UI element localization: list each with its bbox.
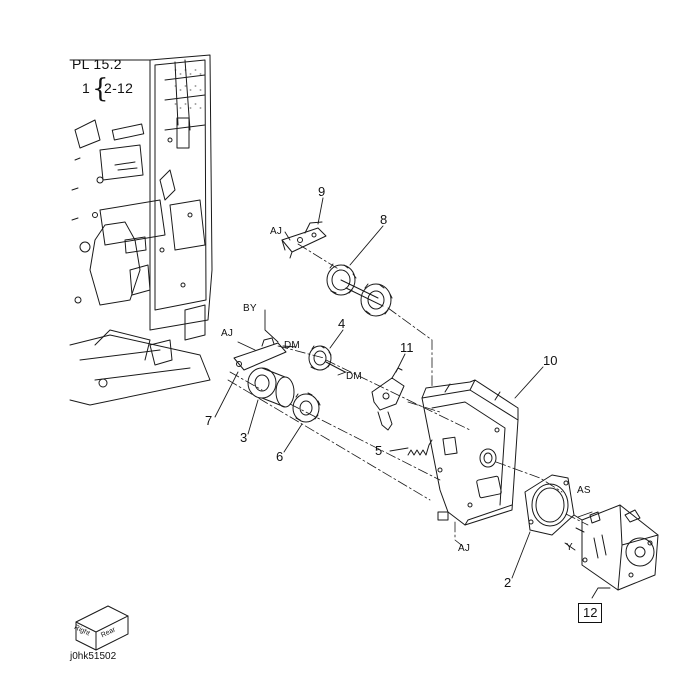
machine-frame [69, 54, 213, 406]
part-6-gear [292, 392, 321, 423]
callout-8: 8 [380, 212, 388, 227]
callout-11: 11 [400, 340, 414, 355]
part-9-bracket [281, 221, 327, 259]
label-aj-bottom: AJ [458, 543, 471, 554]
drawing-code: j0hk51502 [70, 651, 117, 662]
callout-7: 7 [205, 413, 213, 428]
part-12-motor [573, 504, 659, 591]
orientation-cube [75, 605, 129, 651]
callout-3: 3 [240, 430, 248, 445]
part-11-bracket [371, 367, 405, 431]
label-by: BY [243, 303, 257, 314]
part-4-gear [308, 345, 346, 373]
part-7-bracket [233, 337, 287, 371]
part-10-frame [421, 379, 519, 526]
callout-4: 4 [338, 316, 346, 331]
callout-6: 6 [276, 449, 284, 464]
plate-number: PL 15.2 [72, 56, 122, 72]
part-8-gear-assembly [326, 263, 393, 317]
callout-10: 10 [543, 353, 558, 368]
label-dm-upper: DM [284, 340, 300, 351]
label-dm-lower: DM [346, 371, 362, 382]
ref-index: 1 [82, 80, 91, 96]
callout-12: 12 [578, 603, 603, 623]
part-3-roller [247, 367, 295, 408]
callout-5: 5 [375, 443, 383, 458]
label-as: AS [577, 485, 591, 496]
label-aj-mid: AJ [221, 328, 234, 339]
label-y: Y [566, 542, 573, 553]
label-aj-top: AJ [270, 226, 283, 237]
leader-lines [214, 197, 611, 599]
callout-2: 2 [504, 575, 512, 590]
part-5-spring [407, 439, 433, 456]
alignment-lines [227, 243, 589, 549]
callout-9: 9 [318, 184, 326, 199]
ref-range: 2-12 [104, 80, 134, 96]
reference-brace: { [92, 74, 109, 104]
